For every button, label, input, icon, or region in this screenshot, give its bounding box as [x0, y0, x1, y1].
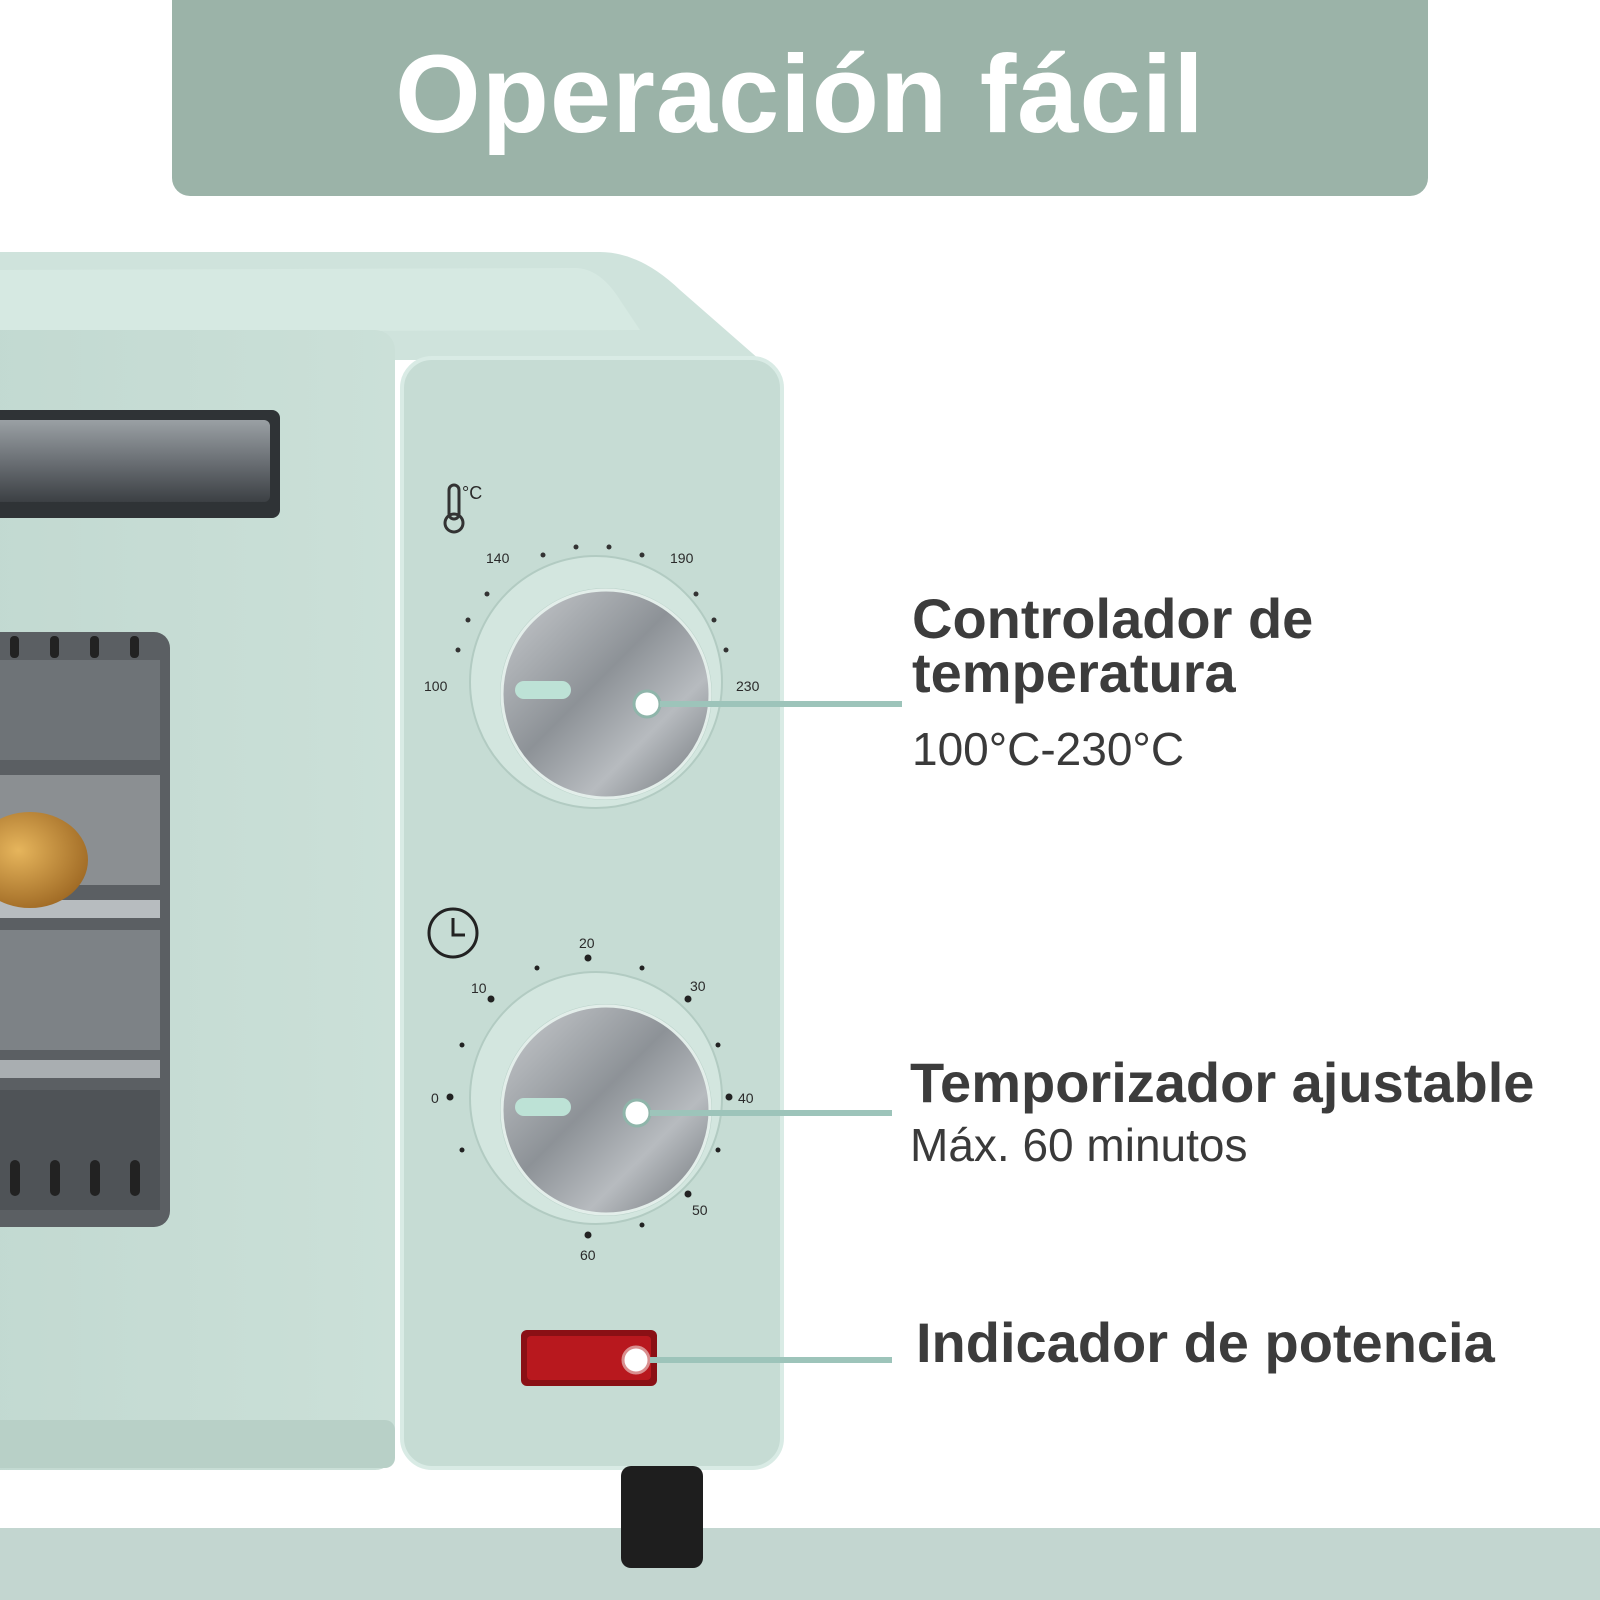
door-handle — [0, 410, 280, 518]
control-panel — [400, 356, 784, 1470]
temperature-scale — [455, 544, 729, 653]
timer-subtitle: Máx. 60 minutos — [910, 1119, 1248, 1171]
banner-title: Operación fácil — [395, 32, 1205, 156]
temperature-range: 100°C-230°C — [912, 723, 1185, 775]
power-label: Indicador de potencia — [916, 1311, 1495, 1374]
timer-mark-40: 40 — [738, 1090, 754, 1106]
timer-connector — [650, 1110, 892, 1116]
power-connector — [650, 1357, 892, 1363]
timer-mark-0: 0 — [431, 1090, 439, 1106]
temperature-title-line2: temperatura — [912, 641, 1236, 704]
oven-window — [0, 632, 170, 1227]
temperature-connector — [660, 701, 902, 707]
timer-title: Temporizador ajustable — [910, 1051, 1535, 1114]
timer-knob[interactable] — [469, 971, 723, 1225]
temp-mark-190: 190 — [670, 550, 694, 566]
temperature-label: Controlador de temperatura 100°C-230°C — [912, 587, 1314, 776]
temp-mark-140: 140 — [486, 550, 510, 566]
timer-scale — [446, 954, 733, 1239]
power-indicator-light — [521, 1330, 657, 1386]
oven-foot — [621, 1466, 703, 1568]
temperature-title-line1: Controlador de — [912, 587, 1314, 650]
timer-mark-30: 30 — [690, 978, 706, 994]
timer-mark-20: 20 — [579, 935, 595, 951]
floor-strip — [0, 1528, 1600, 1600]
timer-mark-60: 60 — [580, 1247, 596, 1263]
timer-label: Temporizador ajustable Máx. 60 minutos — [910, 1051, 1535, 1172]
temp-mark-230: 230 — [736, 678, 760, 694]
thermometer-icon — [443, 483, 465, 534]
temp-mark-100: 100 — [424, 678, 448, 694]
celsius-symbol: °C — [462, 483, 482, 503]
timer-mark-10: 10 — [471, 980, 487, 996]
temperature-knob[interactable] — [469, 555, 723, 809]
header-banner: Operación fácil — [172, 0, 1428, 196]
clock-icon — [427, 907, 479, 959]
power-title: Indicador de potencia — [916, 1311, 1495, 1374]
timer-mark-50: 50 — [692, 1202, 708, 1218]
